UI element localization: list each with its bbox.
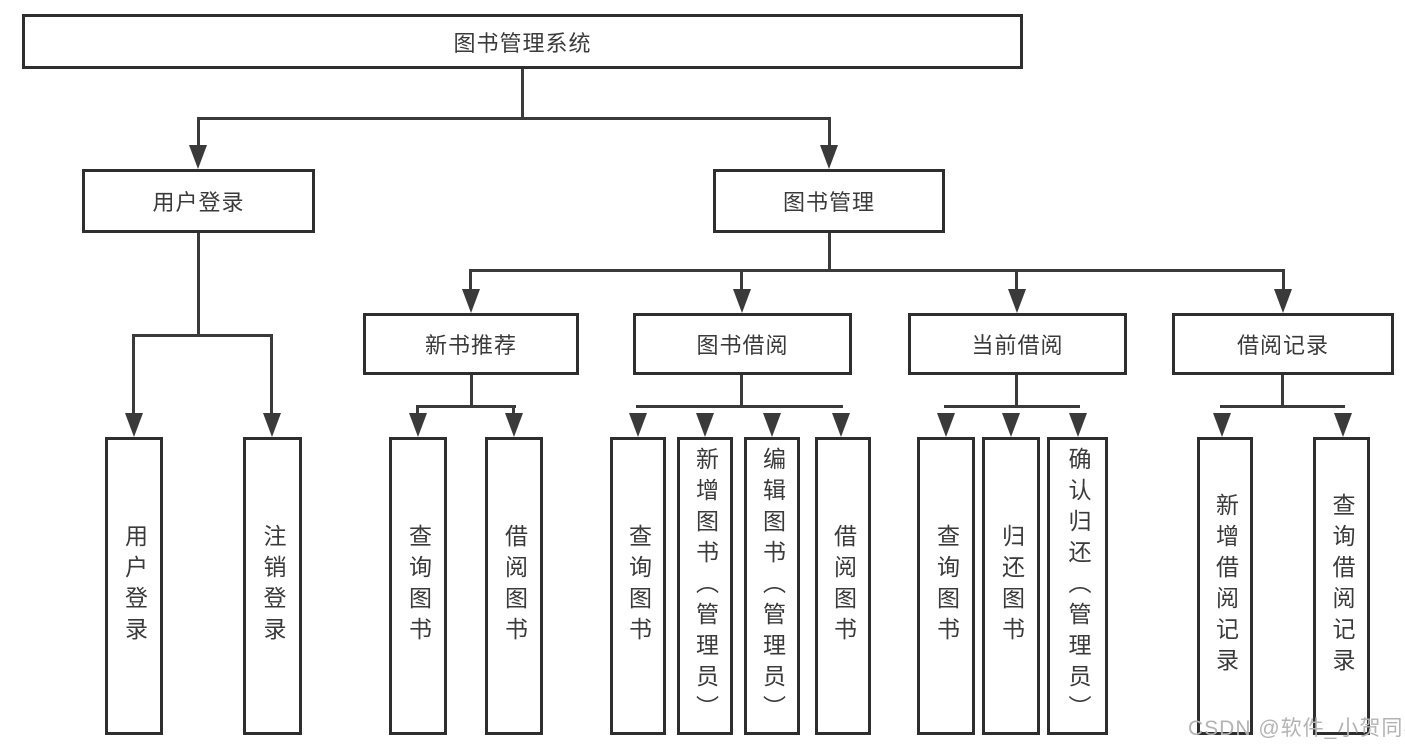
leaf-query-books-current: 查询图书	[917, 437, 975, 735]
node-current-borrow: 当前借阅	[908, 313, 1127, 375]
connector-vline	[1282, 269, 1285, 296]
leaf-label: 确认归还（管理员）	[1065, 446, 1091, 726]
node-new-book-recommend: 新书推荐	[363, 313, 579, 375]
connector-vline	[521, 69, 524, 120]
watermark: CSDN @软件_小贺同学	[1188, 717, 1405, 740]
leaf-user-login: 用户登录	[105, 437, 163, 735]
leaf-add-borrow-record: 新增借阅记录	[1197, 437, 1253, 735]
leaf-confirm-return-admin: 确认归还（管理员）	[1047, 437, 1108, 735]
leaf-query-books-borrow: 查询图书	[610, 437, 666, 735]
connector-vline	[469, 269, 472, 296]
arrow-down-icon	[409, 413, 427, 437]
connector-vline	[197, 233, 200, 337]
node-root: 图书管理系统	[22, 14, 1023, 69]
connector-hline	[197, 117, 831, 120]
connector-hline	[416, 405, 516, 408]
connector-vline	[1015, 269, 1018, 296]
leaf-label: 新增图书（管理员）	[692, 446, 719, 726]
leaf-logout: 注销登录	[243, 437, 302, 735]
leaf-label: 查询图书	[625, 524, 652, 648]
leaf-edit-book-admin: 编辑图书（管理员）	[744, 437, 800, 735]
leaf-add-book-admin: 新增图书（管理员）	[677, 437, 733, 735]
leaf-borrow-books-recommend: 借阅图书	[485, 437, 543, 735]
connector-hline	[1220, 405, 1345, 408]
leaf-query-books-recommend: 查询图书	[389, 437, 447, 735]
connector-vline	[828, 117, 831, 152]
connector-vline	[1281, 375, 1284, 408]
arrow-down-icon	[1008, 289, 1026, 313]
arrow-down-icon	[263, 413, 281, 437]
leaf-label: 借阅图书	[501, 524, 528, 648]
leaf-return-book: 归还图书	[982, 437, 1040, 735]
arrow-down-icon	[1334, 413, 1352, 437]
connector-vline	[197, 117, 200, 152]
node-book-management: 图书管理	[713, 169, 945, 233]
leaf-query-borrow-record: 查询借阅记录	[1313, 437, 1370, 735]
leaf-label: 归还图书	[998, 524, 1025, 648]
leaf-label: 借阅图书	[830, 524, 857, 648]
arrow-down-icon	[937, 413, 955, 437]
arrow-down-icon	[696, 413, 714, 437]
node-user-login: 用户登录	[82, 169, 315, 233]
connector-vline	[132, 334, 135, 420]
connector-hline	[469, 269, 1285, 272]
arrow-down-icon	[505, 413, 523, 437]
connector-vline	[512, 405, 515, 420]
node-book-borrow: 图书借阅	[633, 313, 852, 375]
leaf-label: 查询图书	[933, 524, 960, 648]
connector-vline	[740, 375, 743, 408]
connector-vline	[270, 334, 273, 420]
connector-vline	[1015, 375, 1018, 408]
arrow-down-icon	[820, 145, 838, 169]
arrow-down-icon	[1069, 413, 1087, 437]
leaf-borrow-books: 借阅图书	[815, 437, 871, 735]
leaf-label: 查询借阅记录	[1329, 493, 1355, 679]
arrow-down-icon	[125, 413, 143, 437]
arrow-down-icon	[763, 413, 781, 437]
leaf-label: 编辑图书（管理员）	[759, 446, 786, 726]
arrow-down-icon	[462, 289, 480, 313]
connector-hline	[132, 334, 273, 337]
connector-hline	[636, 405, 843, 408]
leaf-label: 注销登录	[260, 524, 286, 648]
connector-vline	[740, 269, 743, 296]
arrow-down-icon	[1213, 413, 1231, 437]
leaf-label: 查询图书	[405, 524, 432, 648]
connector-vline	[470, 375, 473, 408]
node-borrow-record: 借阅记录	[1172, 313, 1394, 375]
connector-vline	[416, 405, 419, 420]
connector-hline	[944, 405, 1080, 408]
arrow-down-icon	[1274, 289, 1292, 313]
leaf-label: 新增借阅记录	[1212, 493, 1239, 679]
connector-vline	[828, 233, 831, 272]
arrow-down-icon	[189, 145, 207, 169]
leaf-label: 用户登录	[121, 524, 148, 648]
arrow-down-icon	[1002, 413, 1020, 437]
arrow-down-icon	[832, 413, 850, 437]
arrow-down-icon	[733, 289, 751, 313]
arrow-down-icon	[629, 413, 647, 437]
